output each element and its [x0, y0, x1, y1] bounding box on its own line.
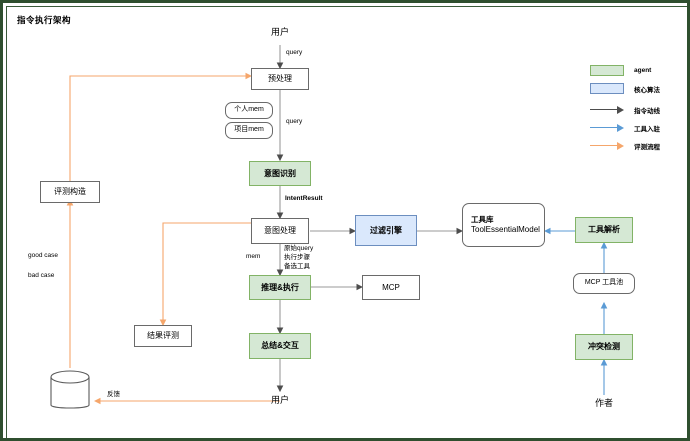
edge-label-intent-result: IntentResult [285, 195, 323, 202]
tool-library-title: 工具库 [471, 215, 494, 225]
node-intent-recognition[interactable]: 意图识别 [249, 161, 311, 186]
legend-label-agent: agent [634, 67, 652, 74]
edge-label-payload: 原始query 执行步骤 备选工具 [284, 245, 314, 270]
edge-label-feedback: 反馈 [107, 391, 120, 398]
legend-arrow-eval-flow-icon [590, 140, 624, 151]
legend: agent 核心算法 指令动线 工具入驻 评测流程 [590, 63, 686, 156]
tool-library-subtitle: ToolEssentialModel [471, 224, 540, 234]
node-intent-processing[interactable]: 意图处理 [251, 218, 309, 244]
edge-label-bad-case: bad case [28, 272, 55, 279]
legend-arrow-tool-onboarding-icon [590, 122, 624, 133]
legend-item-core-algorithm: 核心算法 [590, 81, 686, 96]
node-database[interactable] [47, 368, 93, 414]
legend-arrow-instruction-flow-icon [590, 104, 624, 115]
node-user-top: 用户 [270, 27, 289, 38]
node-tool-parse[interactable]: 工具解析 [575, 217, 633, 243]
node-preprocess[interactable]: 预处理 [251, 68, 309, 90]
legend-item-eval-flow: 评测流程 [590, 138, 686, 153]
edge-label-query-top: query [286, 49, 303, 56]
node-conflict-detection[interactable]: 冲突检测 [575, 334, 633, 360]
edge-label-query-mid: query [286, 118, 303, 125]
legend-item-tool-onboarding: 工具入驻 [590, 120, 686, 135]
legend-swatch-core-algorithm-icon [590, 83, 624, 94]
edge-label-good-case: good case [28, 252, 58, 259]
node-user-bottom: 用户 [270, 395, 289, 406]
node-project-mem[interactable]: 项目mem [225, 122, 273, 139]
legend-item-instruction-flow: 指令动线 [590, 102, 686, 117]
node-reason-execute[interactable]: 推理&执行 [249, 275, 311, 300]
node-eval-construct[interactable]: 评测构造 [40, 181, 100, 203]
node-result-eval[interactable]: 结果评测 [134, 325, 192, 347]
database-icon [50, 370, 90, 409]
edge-label-mem: mem [246, 253, 261, 260]
node-summary-interaction[interactable]: 总结&交互 [249, 333, 311, 359]
node-personal-mem[interactable]: 个人mem [225, 102, 273, 119]
legend-item-agent: agent [590, 63, 686, 78]
node-mcp-tool-pool[interactable]: MCP 工具池 [573, 273, 635, 294]
legend-label-instruction-flow: 指令动线 [634, 107, 660, 115]
legend-label-eval-flow: 评测流程 [634, 143, 660, 151]
legend-label-tool-onboarding: 工具入驻 [634, 125, 660, 133]
legend-label-core-algorithm: 核心算法 [634, 86, 660, 94]
page-title: 指令执行架构 [17, 15, 72, 25]
node-filter-engine[interactable]: 过滤引擎 [355, 215, 417, 246]
node-mcp[interactable]: MCP [362, 275, 420, 300]
node-tool-library[interactable]: 工具库 ToolEssentialModel [462, 203, 545, 247]
node-author: 作者 [594, 398, 613, 409]
legend-swatch-agent-icon [590, 65, 624, 76]
